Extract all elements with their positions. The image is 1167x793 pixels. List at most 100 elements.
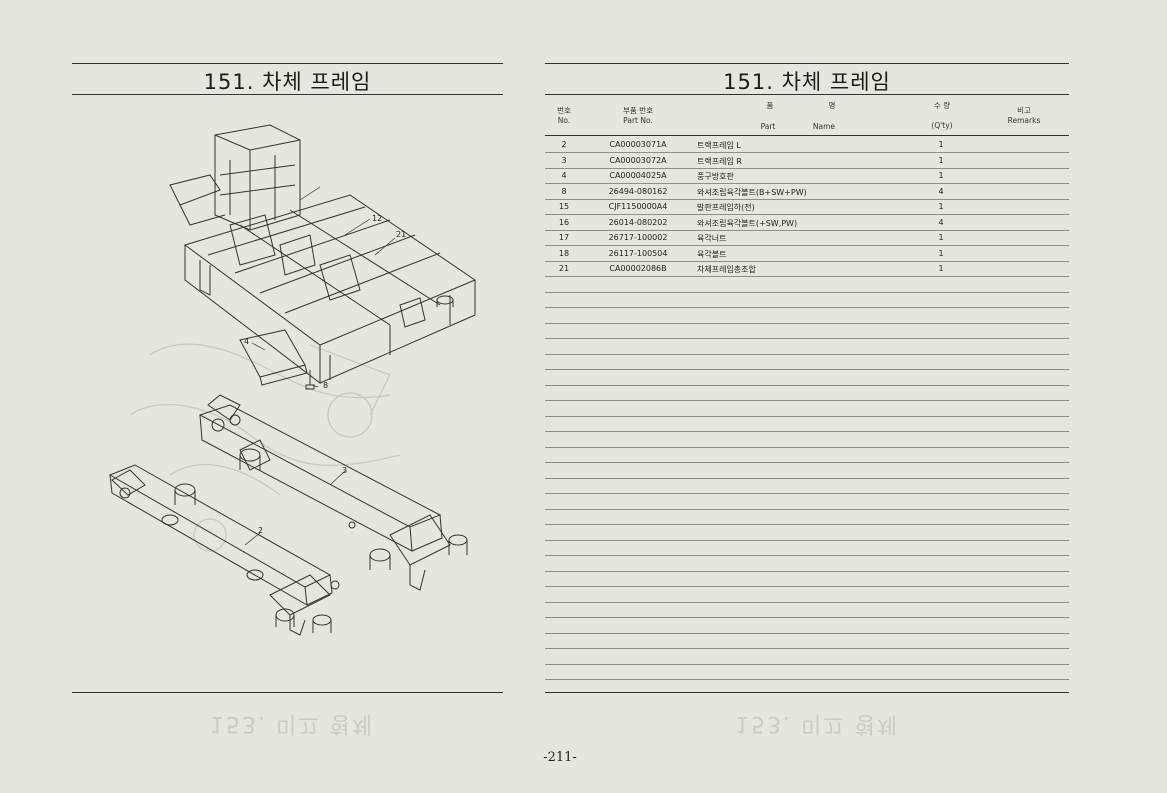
part-number-cell: 16 xyxy=(558,217,570,227)
ruled-line xyxy=(545,539,1069,541)
qty-cell: 1 xyxy=(938,248,944,258)
header-part-name-en-1: Part xyxy=(760,122,776,131)
ruled-line xyxy=(545,617,1069,618)
ruled-line xyxy=(545,369,1069,370)
right-title-rule xyxy=(545,94,1069,95)
ruled-line xyxy=(545,524,1069,525)
part-name-cell: 육각너트 xyxy=(697,234,727,243)
qty-cell: 1 xyxy=(938,264,944,273)
qty-cell: 1 xyxy=(938,155,944,165)
ruled-line xyxy=(545,260,1069,262)
part-number-cell: 18 xyxy=(558,248,570,258)
part-name-cell: 발판프레임하(전) xyxy=(697,203,755,212)
table-row: 4 CA00004025A 풍구방호판 1 xyxy=(545,168,1069,183)
part-name-cell: 풍구방호판 xyxy=(697,172,734,181)
exploded-parts-diagram xyxy=(90,115,510,655)
callout-8: 8 xyxy=(323,381,329,390)
ruled-line xyxy=(545,245,1069,246)
body-frame-assembly xyxy=(169,124,477,390)
ruled-line xyxy=(545,167,1069,169)
qty-cell: 4 xyxy=(938,186,944,196)
callout-3: 3 xyxy=(342,466,348,475)
part-no-cell: CA00002086B xyxy=(609,264,667,273)
ruled-line xyxy=(545,415,1069,417)
qty-cell: 4 xyxy=(938,217,944,227)
part-number-cell: 8 xyxy=(561,186,567,196)
left-bleed-through-text: 153. 미끄 형체 xyxy=(210,711,374,736)
part-no-cell: CA00003071A xyxy=(609,140,667,149)
callout-2: 2 xyxy=(258,526,264,535)
part-no-cell: 26014-080202 xyxy=(608,217,668,227)
ruled-line xyxy=(545,648,1069,649)
ruled-line xyxy=(545,353,1069,355)
ruled-line xyxy=(545,446,1069,448)
ruled-line xyxy=(545,632,1069,634)
table-row: 3 CA00003072A 트랙프레임 R 1 xyxy=(545,153,1069,168)
part-number-cell: 17 xyxy=(558,233,570,242)
part-no-cell: 26494-080162 xyxy=(608,186,668,196)
header-part-name-ko-2: 명 xyxy=(828,101,836,110)
left-top-rule xyxy=(72,63,503,64)
ruled-line xyxy=(545,555,1069,556)
ruled-line xyxy=(545,493,1069,494)
part-number-cell: 4 xyxy=(561,171,567,180)
ruled-line xyxy=(545,338,1069,339)
part-no-cell: 26117-100504 xyxy=(608,248,668,258)
ruled-line xyxy=(545,322,1069,324)
qty-cell: 1 xyxy=(938,202,944,211)
ruled-line xyxy=(545,477,1069,479)
header-part-name-ko-1: 품 xyxy=(766,101,774,110)
ruled-line xyxy=(545,400,1069,401)
ruled-line xyxy=(545,601,1069,603)
header-bottom-rule xyxy=(545,135,1069,136)
part-number-cell: 21 xyxy=(558,264,570,273)
left-title: 151. 차체 프레임 xyxy=(203,70,372,94)
part-no-cell: CJF1150000A4 xyxy=(608,202,668,211)
part-no-cell: CA00004025A xyxy=(609,171,667,180)
qty-cell: 1 xyxy=(938,171,944,180)
part-name-cell: 트랙프레임 R xyxy=(697,156,742,166)
part-no-cell: CA00003072A xyxy=(609,155,667,165)
ruled-line xyxy=(545,214,1069,215)
part-number-cell: 3 xyxy=(561,155,567,165)
ruled-line xyxy=(545,276,1069,277)
ruled-line xyxy=(545,431,1069,432)
part-number-cell: 15 xyxy=(558,202,570,211)
table-row: 8 26494-080162 와셔조립육각볼트(B+SW+PW) 4 xyxy=(545,184,1069,199)
header-part-no: 부품 번호 Part No. xyxy=(623,106,653,125)
ruled-line xyxy=(545,508,1069,510)
table-row: 15 CJF1150000A4 발판프레임하(전) 1 xyxy=(545,199,1069,214)
part-name-cell: 육각볼트 xyxy=(697,249,727,259)
callout-21: 21 xyxy=(396,230,407,239)
part-name-cell: 트랙프레임 L xyxy=(697,141,741,150)
ruled-line xyxy=(545,570,1069,572)
ruled-line xyxy=(545,152,1069,153)
part-name-cell: 와셔조립육각볼트(B+SW+PW) xyxy=(697,187,807,197)
ruled-line xyxy=(545,183,1069,184)
right-title: 151. 차체 프레임 xyxy=(723,70,891,94)
header-no: 번호 No. xyxy=(557,106,571,125)
ruled-line xyxy=(545,384,1069,386)
right-bleed-through-text: 153. 미끄 형체 xyxy=(735,711,899,736)
qty-cell: 1 xyxy=(938,233,944,242)
right-top-rule xyxy=(545,63,1069,64)
header-remarks: 비고 Remarks xyxy=(1007,106,1041,125)
part-name-cell: 차체프레임총조합 xyxy=(697,265,756,274)
table-row: 21 CA00002086B 차체프레임총조합 1 xyxy=(545,261,1069,276)
ruled-line xyxy=(545,307,1069,308)
ruled-line xyxy=(545,291,1069,293)
ruled-line xyxy=(545,586,1069,587)
track-frame-left xyxy=(108,464,340,636)
ruled-line xyxy=(545,663,1069,665)
ruled-line xyxy=(545,198,1069,200)
ruled-line xyxy=(545,679,1069,680)
left-title-rule xyxy=(72,94,503,95)
table-row: 18 26117-100504 육각볼트 1 xyxy=(545,246,1069,261)
qty-cell: 1 xyxy=(938,140,944,149)
callout-4: 4 xyxy=(244,337,250,346)
ruled-line xyxy=(545,462,1069,463)
left-bottom-rule xyxy=(72,692,503,693)
